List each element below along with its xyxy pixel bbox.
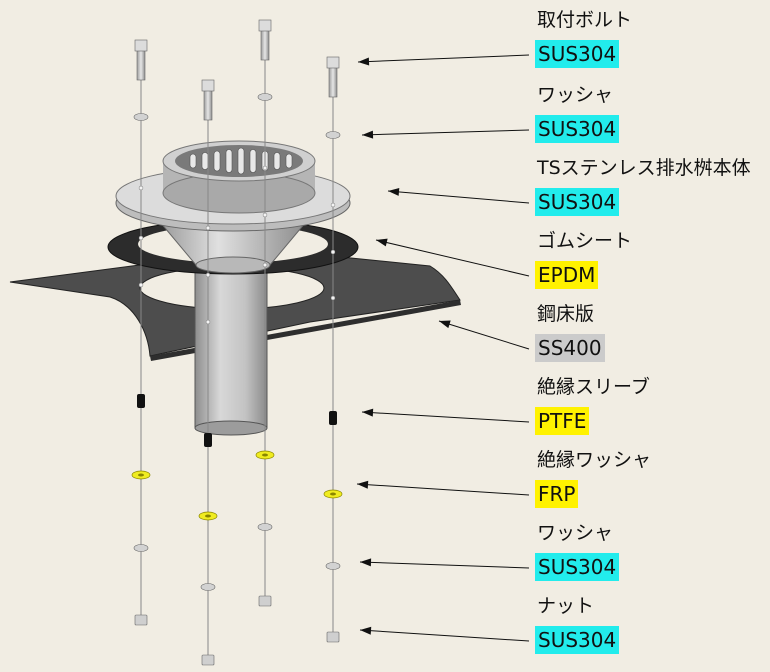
insulating-washer-hole	[138, 473, 144, 477]
nut	[134, 614, 148, 626]
mounting-bolt	[328, 66, 338, 98]
grate-slot	[249, 149, 257, 173]
grate-slot	[237, 147, 245, 175]
upper-washer	[257, 93, 273, 101]
label-insulating-sleeve: 絶縁スリーブ	[537, 376, 650, 398]
mounting-bolt	[203, 89, 213, 121]
bolt-hole	[262, 212, 268, 218]
lower-washer	[325, 562, 341, 570]
material-rubber-sheet: EPDM	[535, 261, 599, 289]
bolt-hole	[330, 202, 336, 208]
leader-line	[359, 561, 530, 569]
bolt-hole	[138, 235, 144, 241]
leader-line	[357, 54, 530, 63]
bolt-head	[258, 19, 272, 32]
arrow-head	[362, 408, 374, 417]
mounting-bolt	[260, 29, 270, 61]
label-drain-body: TSステンレス排水桝本体	[537, 157, 751, 179]
label-nut: ナット	[537, 595, 595, 617]
bolt-hole	[330, 295, 336, 301]
label-insulating-washer: 絶縁ワッシャ	[537, 449, 652, 471]
arrow-head	[357, 480, 369, 489]
grate-slot	[285, 153, 293, 169]
bolt-hole	[262, 165, 268, 171]
bolt-hole	[330, 249, 336, 255]
grate-slot	[225, 149, 233, 173]
arrow-head	[439, 320, 451, 329]
arrow-head	[360, 558, 372, 567]
arrow-head	[360, 626, 372, 635]
grate-slot	[201, 152, 209, 170]
material-insulating-washer: FRP	[535, 480, 579, 508]
insulating-sleeve	[329, 411, 337, 425]
label-mounting-bolt: 取付ボルト	[537, 9, 633, 31]
lower-washer	[133, 544, 149, 552]
insulating-sleeve	[204, 433, 212, 447]
arrow-head	[388, 187, 400, 196]
material-washer-upper: SUS304	[535, 115, 620, 143]
material-mounting-bolt: SUS304	[535, 40, 620, 68]
leader-line	[361, 411, 530, 423]
leader-arrows	[356, 54, 530, 642]
drain-grate	[189, 147, 293, 175]
bolt-head	[201, 79, 215, 92]
leader-line	[361, 129, 530, 136]
bolt-hole	[205, 319, 211, 325]
leader-line	[387, 190, 530, 204]
upper-washer	[325, 131, 341, 139]
label-rubber-sheet: ゴムシート	[537, 230, 633, 252]
insulating-sleeve	[137, 394, 145, 408]
leader-line	[359, 629, 530, 642]
grate-slot	[273, 152, 281, 170]
bolt-head	[326, 56, 340, 69]
material-steel-deck: SS400	[535, 334, 605, 362]
grate-slot	[189, 153, 197, 169]
label-washer-lower: ワッシャ	[537, 522, 614, 544]
bolt-hole	[138, 185, 144, 191]
label-steel-deck: 鋼床版	[537, 303, 595, 325]
nut	[258, 595, 272, 607]
nut	[326, 631, 340, 643]
material-nut: SUS304	[535, 626, 620, 654]
lower-washer	[200, 583, 216, 591]
arrow-head	[376, 238, 388, 247]
material-insulating-sleeve: PTFE	[535, 407, 590, 435]
bolt-head	[134, 39, 148, 52]
lower-washer	[257, 523, 273, 531]
arrow-head	[358, 57, 370, 66]
material-washer-lower: SUS304	[535, 553, 620, 581]
insulating-washer-hole	[205, 514, 211, 518]
insulating-washer-hole	[262, 453, 268, 457]
grate-slot	[213, 150, 221, 172]
mounting-bolt	[136, 49, 146, 81]
bolt-hole	[205, 225, 211, 231]
drain-pipe	[194, 269, 268, 436]
arrow-head	[362, 130, 374, 139]
material-drain-body: SUS304	[535, 188, 620, 216]
leader-line	[375, 239, 530, 277]
insulating-washer-hole	[330, 492, 336, 496]
upper-washer	[133, 113, 149, 121]
label-washer-upper: ワッシャ	[537, 84, 614, 106]
nut	[201, 654, 215, 666]
fastener-hardware	[131, 19, 343, 666]
bolt-hole	[138, 282, 144, 288]
leader-line	[356, 483, 530, 496]
bolt-hole	[205, 272, 211, 278]
leader-line	[438, 320, 530, 350]
bolt-hole	[262, 262, 268, 268]
